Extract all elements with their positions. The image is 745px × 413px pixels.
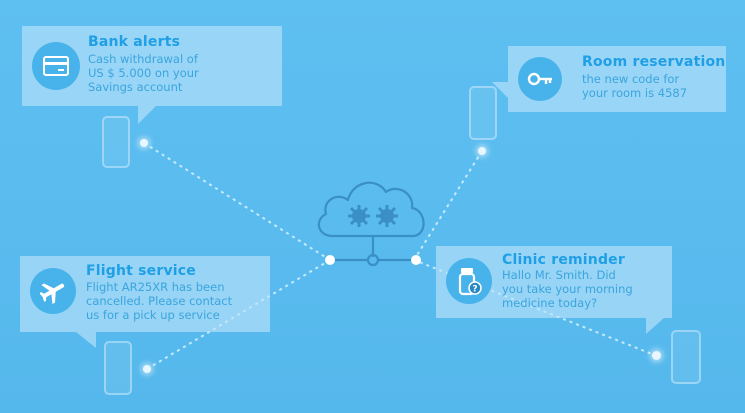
endpoint-dot <box>143 365 151 373</box>
phone-clinic <box>671 330 701 384</box>
cloud-gears-icon <box>317 181 425 267</box>
credit-card-icon <box>32 42 80 90</box>
card-title: Flight service <box>86 263 196 279</box>
svg-text:?: ? <box>472 285 477 295</box>
flight-service-card: Flight service Flight AR25XR has been ca… <box>20 256 270 348</box>
key-icon <box>518 57 562 101</box>
card-title: Room reservation <box>582 54 726 70</box>
endpoint-dot <box>652 351 661 360</box>
endpoint-dot <box>140 139 148 147</box>
card-title: Clinic reminder <box>502 252 625 268</box>
card-title: Bank alerts <box>88 34 181 50</box>
endpoint-dot <box>478 147 486 155</box>
card-message: Hallo Mr. Smith. Did you take your morni… <box>502 268 633 310</box>
medicine-bottle-icon: ? <box>446 258 492 304</box>
room-reservation-card: Room reservation the new code for your r… <box>492 46 726 112</box>
clinic-reminder-card: ? Clinic reminder Hallo Mr. Smith. Did y… <box>436 246 672 334</box>
card-message: the new code for your room is 4587 <box>582 72 688 100</box>
card-message: Cash withdrawal of US $ 5.000 on your Sa… <box>88 52 199 94</box>
card-message: Flight AR25XR has been cancelled. Please… <box>86 280 233 322</box>
phone-bank <box>102 116 130 168</box>
bank-alerts-card: Bank alerts Cash withdrawal of US $ 5.00… <box>22 26 282 124</box>
airplane-icon <box>30 268 76 314</box>
phone-flight <box>104 341 132 395</box>
